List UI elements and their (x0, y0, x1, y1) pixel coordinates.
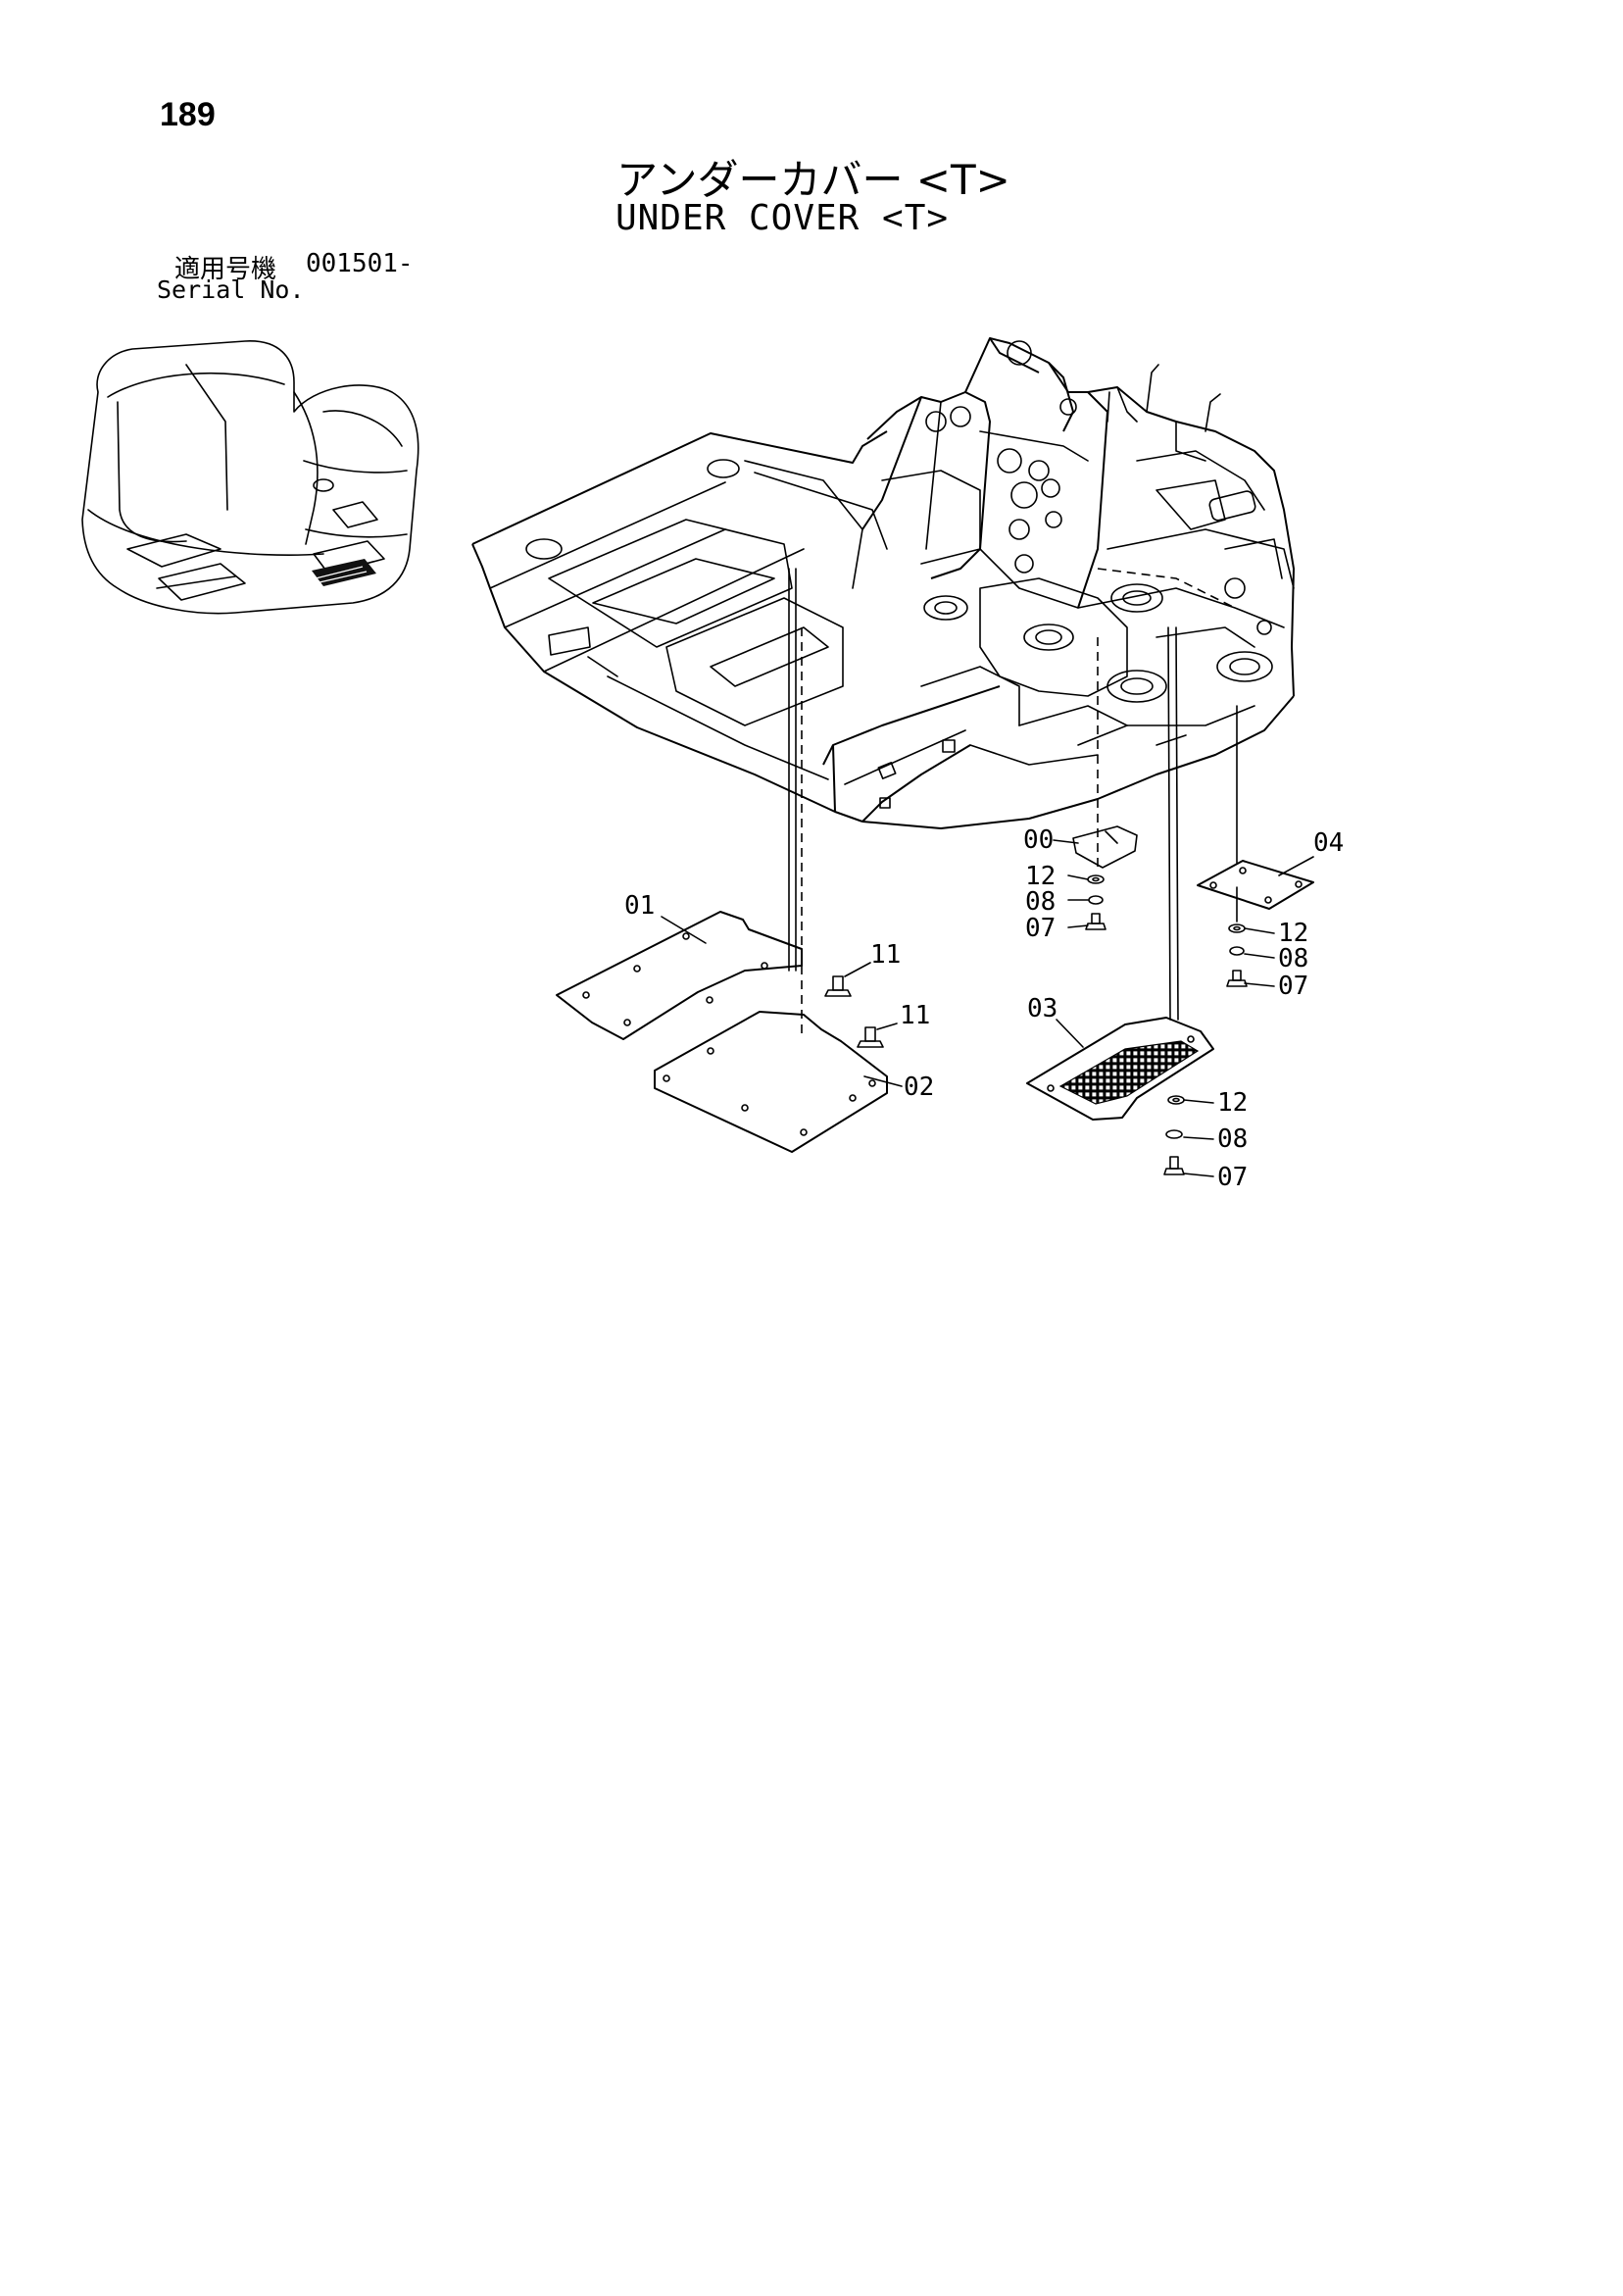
under-cover-part-01 (556, 911, 803, 1040)
callout-02: 02 (904, 1073, 934, 1102)
callout-12-upper: 12 (1025, 862, 1056, 891)
callout-01: 01 (624, 891, 655, 921)
callout-07-lower: 07 (1217, 1163, 1248, 1192)
serial-label-english: Serial No. (157, 275, 305, 304)
under-cover-part-02 (654, 1011, 888, 1153)
callout-12-right: 12 (1278, 919, 1308, 948)
callout-00: 00 (1023, 825, 1054, 855)
mesh-cover-part-03 (1026, 1017, 1214, 1121)
fastener-stack-03 (1163, 1095, 1185, 1175)
leader-lines (661, 839, 1314, 1177)
fastener-stack-00 (1085, 874, 1107, 930)
callout-08-lower: 08 (1217, 1124, 1248, 1154)
machine-location-thumbnail (81, 340, 419, 615)
fastener-stack-04 (1226, 923, 1248, 987)
callout-07-right: 07 (1278, 972, 1308, 1001)
serial-label-japanese: 適用号機 (174, 255, 277, 284)
cover-plate-part-00 (1072, 825, 1138, 869)
callout-12-lower: 12 (1217, 1088, 1248, 1118)
callout-04: 04 (1313, 828, 1344, 858)
page-title-japanese: アンダーカバー <T> (616, 156, 1010, 204)
callout-11-upper: 11 (870, 940, 901, 970)
upper-frame-drawing (471, 337, 1295, 829)
cover-plate-part-04 (1197, 860, 1314, 910)
bolt-part-11-lower (857, 1026, 884, 1048)
callout-08-upper: 08 (1025, 887, 1056, 917)
bolt-part-11-upper (824, 975, 852, 997)
callout-07-upper: 07 (1025, 914, 1056, 943)
page-number: 189 (160, 96, 216, 133)
assembly-lines (788, 568, 1238, 1039)
callout-08-right: 08 (1278, 944, 1308, 973)
serial-number-value: 001501- (306, 249, 414, 278)
callout-labels: 00 01 02 03 04 12 08 07 12 08 07 12 08 0… (624, 825, 1344, 1192)
thumbnail-highlighted-cover (312, 559, 376, 586)
callout-11-lower: 11 (900, 1001, 930, 1030)
callout-03: 03 (1027, 994, 1057, 1023)
page-title-english: UNDER COVER <T> (615, 198, 950, 238)
